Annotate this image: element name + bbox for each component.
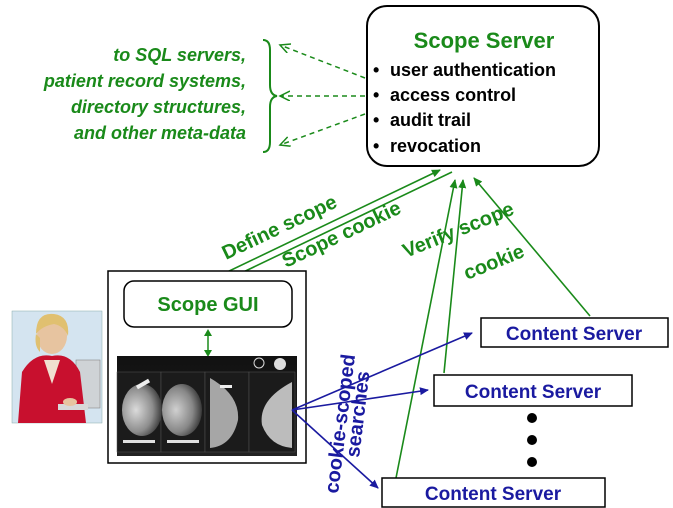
bullet-icon: • xyxy=(373,110,379,130)
verify-arrows xyxy=(395,177,591,479)
meta-data-line-2: patient record systems, xyxy=(43,71,246,91)
meta-data-brace xyxy=(262,39,278,153)
feature-label: revocation xyxy=(390,136,481,156)
feature-label: audit trail xyxy=(390,110,471,130)
content-server-box xyxy=(381,477,606,508)
content-server-label: Content Server xyxy=(425,484,562,505)
search-arrows xyxy=(291,332,473,489)
scope-server-title: Scope Server xyxy=(414,28,555,53)
meta-data-line-1: to SQL servers, xyxy=(113,45,246,65)
bullet-icon: • xyxy=(373,136,379,156)
content-server-3: Content Server xyxy=(381,477,606,508)
scope-server-feature-4: • revocation xyxy=(373,136,481,156)
content-server-1: Content Server xyxy=(480,317,669,348)
user-at-computer-photo-icon xyxy=(11,310,103,424)
content-server-box xyxy=(433,374,633,407)
scope-gui-box xyxy=(123,280,293,328)
content-server-box xyxy=(480,317,669,348)
bullet-icon: • xyxy=(373,60,379,80)
scope-gui-window: Scope GUI xyxy=(107,270,307,464)
content-server-label: Content Server xyxy=(465,382,602,403)
content-server-2: Content Server xyxy=(433,374,633,407)
scope-gui-title: Scope GUI xyxy=(157,294,258,316)
feature-label: access control xyxy=(390,85,516,105)
meta-data-line-3: directory structures, xyxy=(71,97,246,117)
feature-label: user authentication xyxy=(390,60,556,80)
scope-server: Scope Server • user authentication • acc… xyxy=(366,5,600,167)
meta-data-arrows xyxy=(280,45,366,145)
content-server-label: Content Server xyxy=(506,324,643,345)
scope-server-feature-2: • access control xyxy=(373,85,516,105)
meta-data-note: to SQL servers, patient record systems, … xyxy=(43,45,246,143)
vertical-ellipsis-icon xyxy=(527,413,537,467)
gui-connector-head-down xyxy=(204,350,212,357)
scope-arrows xyxy=(199,169,453,289)
bullet-icon: • xyxy=(373,85,379,105)
scope-server-feature-3: • audit trail xyxy=(373,110,471,130)
gui-connector-head-up xyxy=(204,329,212,336)
verify-cookie-label: cookie xyxy=(461,241,528,285)
scope-server-box xyxy=(366,5,600,167)
scope-server-feature-1: • user authentication xyxy=(373,60,556,80)
meta-data-line-4: and other meta-data xyxy=(74,123,246,143)
mammogram-images-icon xyxy=(116,356,297,456)
